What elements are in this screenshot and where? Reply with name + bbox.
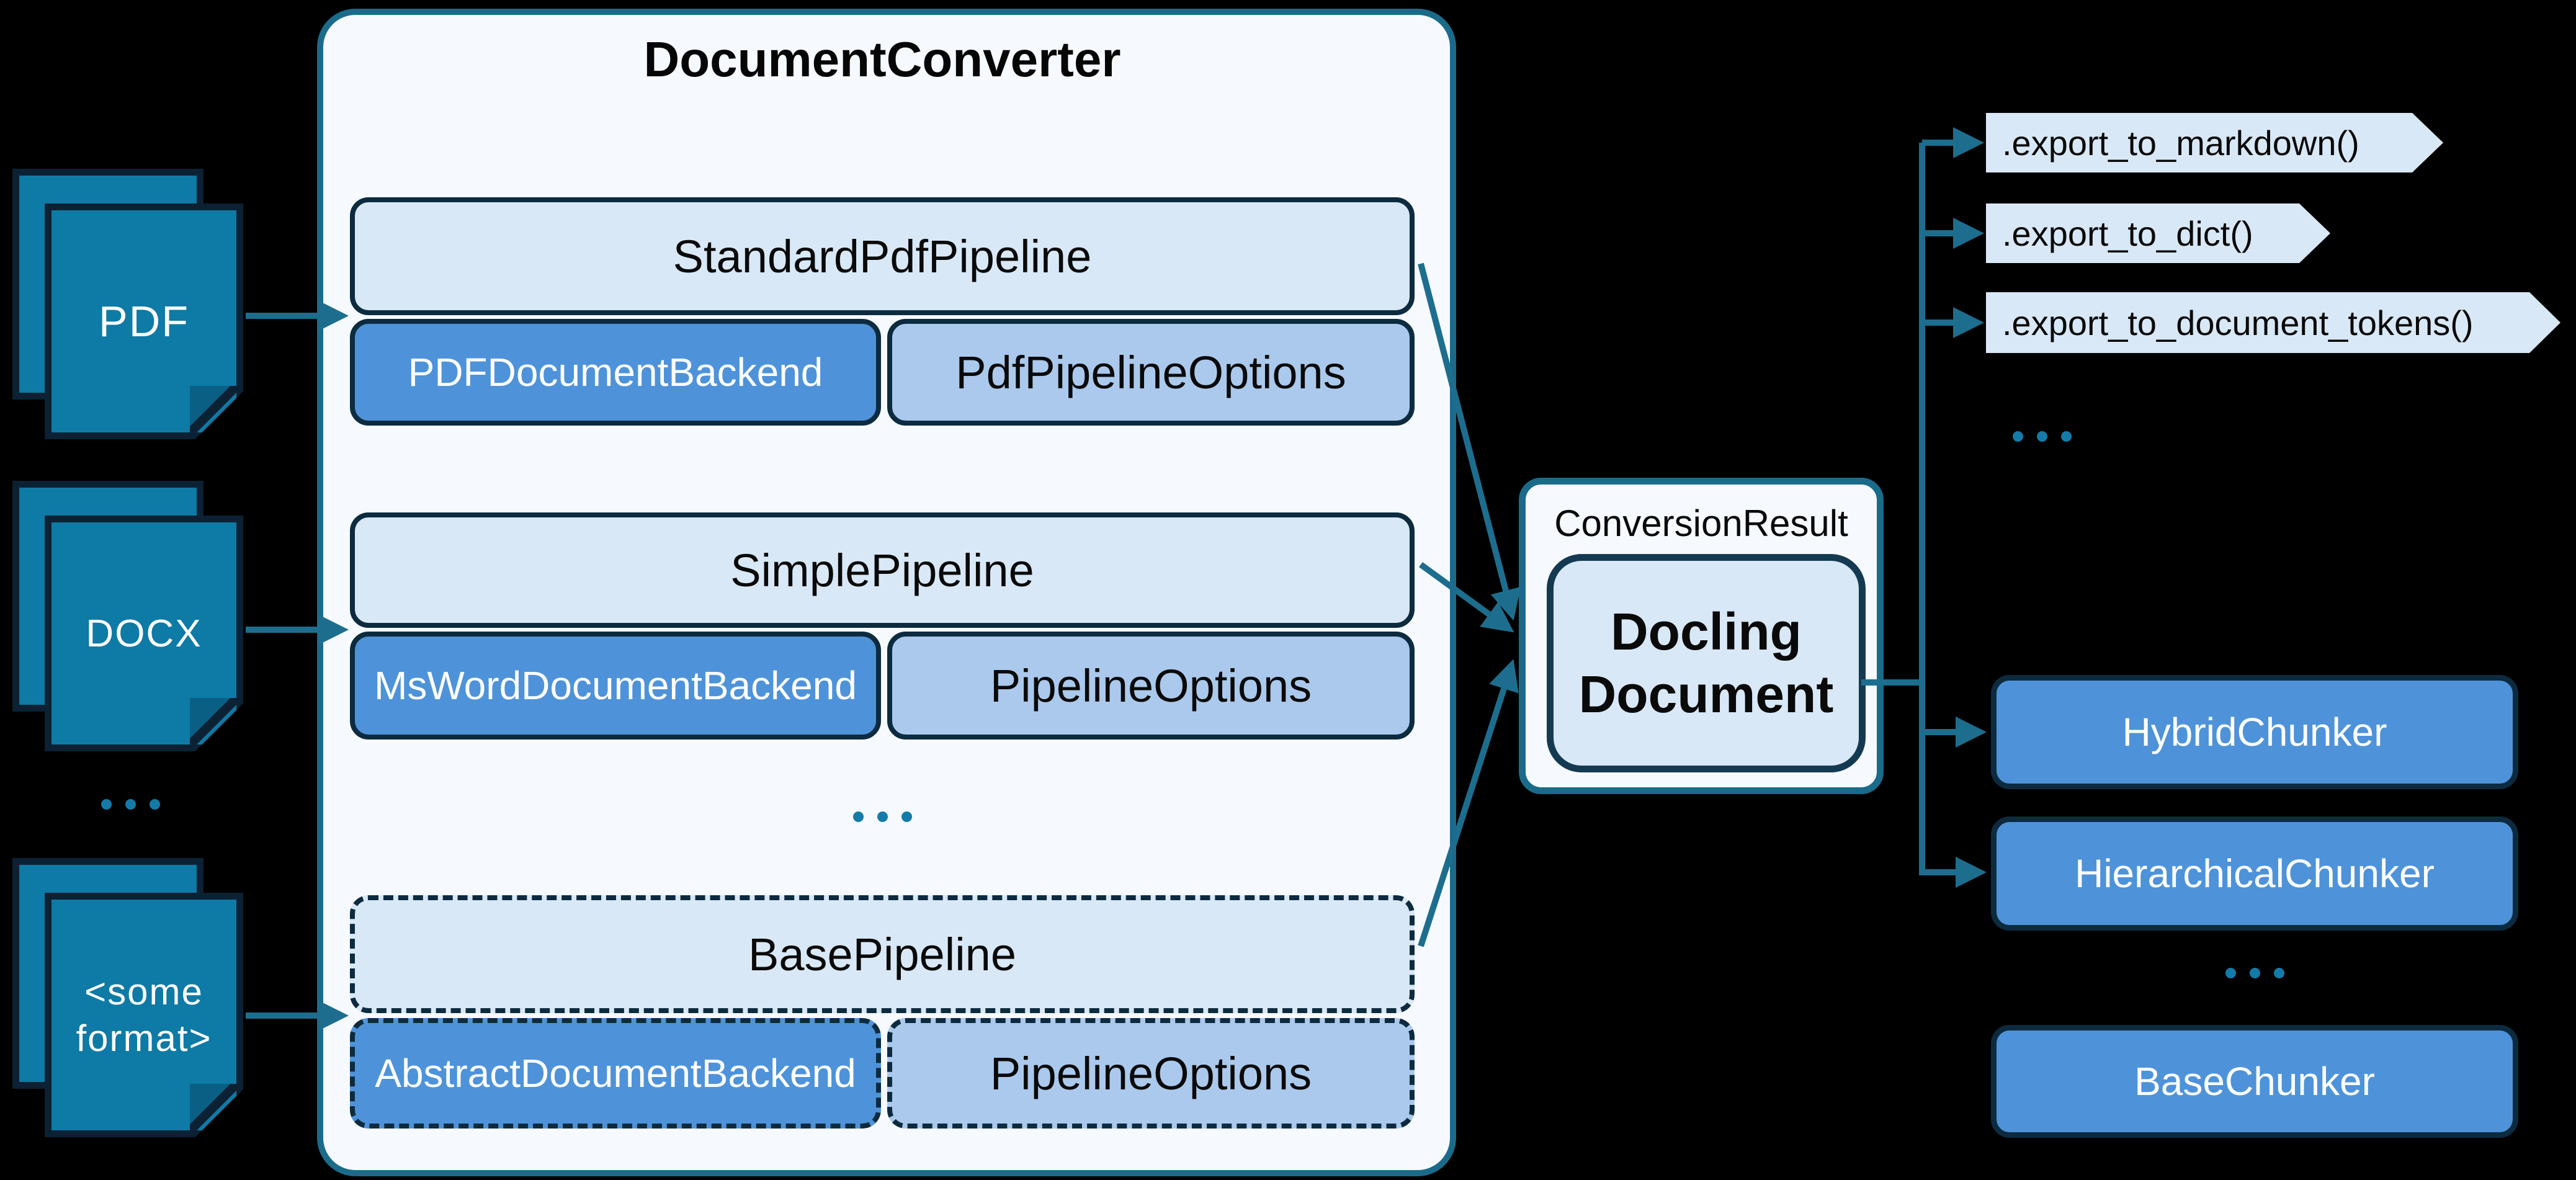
docling-document-line1: Docling: [1610, 602, 1802, 661]
docling-document-line2: Document: [1578, 665, 1834, 723]
page-fold-icon: [190, 386, 243, 439]
options-box-base: PipelineOptions: [887, 1018, 1415, 1129]
page-fold-icon: [190, 1084, 243, 1137]
docx-label: DOCX: [86, 612, 202, 655]
someformat-label-line2: format>: [76, 1017, 212, 1059]
someformat-label-line1: <some: [84, 971, 203, 1012]
pdf-documents-icon: PDF: [12, 169, 243, 439]
conversion-result-box: ConversionResult Docling Document: [1519, 478, 1884, 794]
hybrid-chunker-box: HybridChunker: [1991, 675, 2518, 789]
backend-box-abstract: AbstractDocumentBackend: [350, 1018, 881, 1129]
pdf-label: PDF: [99, 297, 189, 346]
page-fold-icon: [190, 698, 243, 751]
document-converter-title: DocumentConverter: [643, 32, 1121, 87]
chunkers-ellipsis: [1991, 968, 2518, 978]
exports-ellipsis: [1986, 431, 2098, 442]
docx-front-page: DOCX: [45, 516, 243, 751]
backend-box-pdf: PDFDocumentBackend: [350, 319, 881, 426]
someformat-front-page: <some format>: [45, 893, 243, 1137]
export-to-markdown-flag: .export_to_markdown(): [1986, 113, 2443, 172]
pdf-front-page: PDF: [45, 203, 243, 439]
docx-documents-icon: DOCX: [12, 481, 243, 751]
docling-document-box: Docling Document: [1547, 554, 1866, 772]
pipeline-box-standardpdf: StandardPdfPipeline: [350, 197, 1415, 315]
backend-box-msword: MsWordDocumentBackend: [350, 632, 881, 740]
pipeline-box-simple: SimplePipeline: [350, 512, 1415, 628]
hierarchical-chunker-box: HierarchicalChunker: [1991, 816, 2518, 931]
options-box-pdf: PdfPipelineOptions: [887, 319, 1415, 426]
base-chunker-box: BaseChunker: [1991, 1025, 2518, 1138]
conversion-result-label: ConversionResult: [1554, 503, 1848, 544]
options-box-simple: PipelineOptions: [887, 632, 1415, 740]
pipeline-box-base: BasePipeline: [350, 895, 1415, 1013]
converter-ellipsis: [350, 811, 1415, 822]
someformat-documents-icon: <some format>: [12, 858, 243, 1137]
export-to-dict-flag: .export_to_dict(): [1986, 203, 2330, 263]
export-to-document-tokens-flag: .export_to_document_tokens(): [1986, 292, 2560, 353]
inputs-ellipsis: [62, 799, 199, 810]
